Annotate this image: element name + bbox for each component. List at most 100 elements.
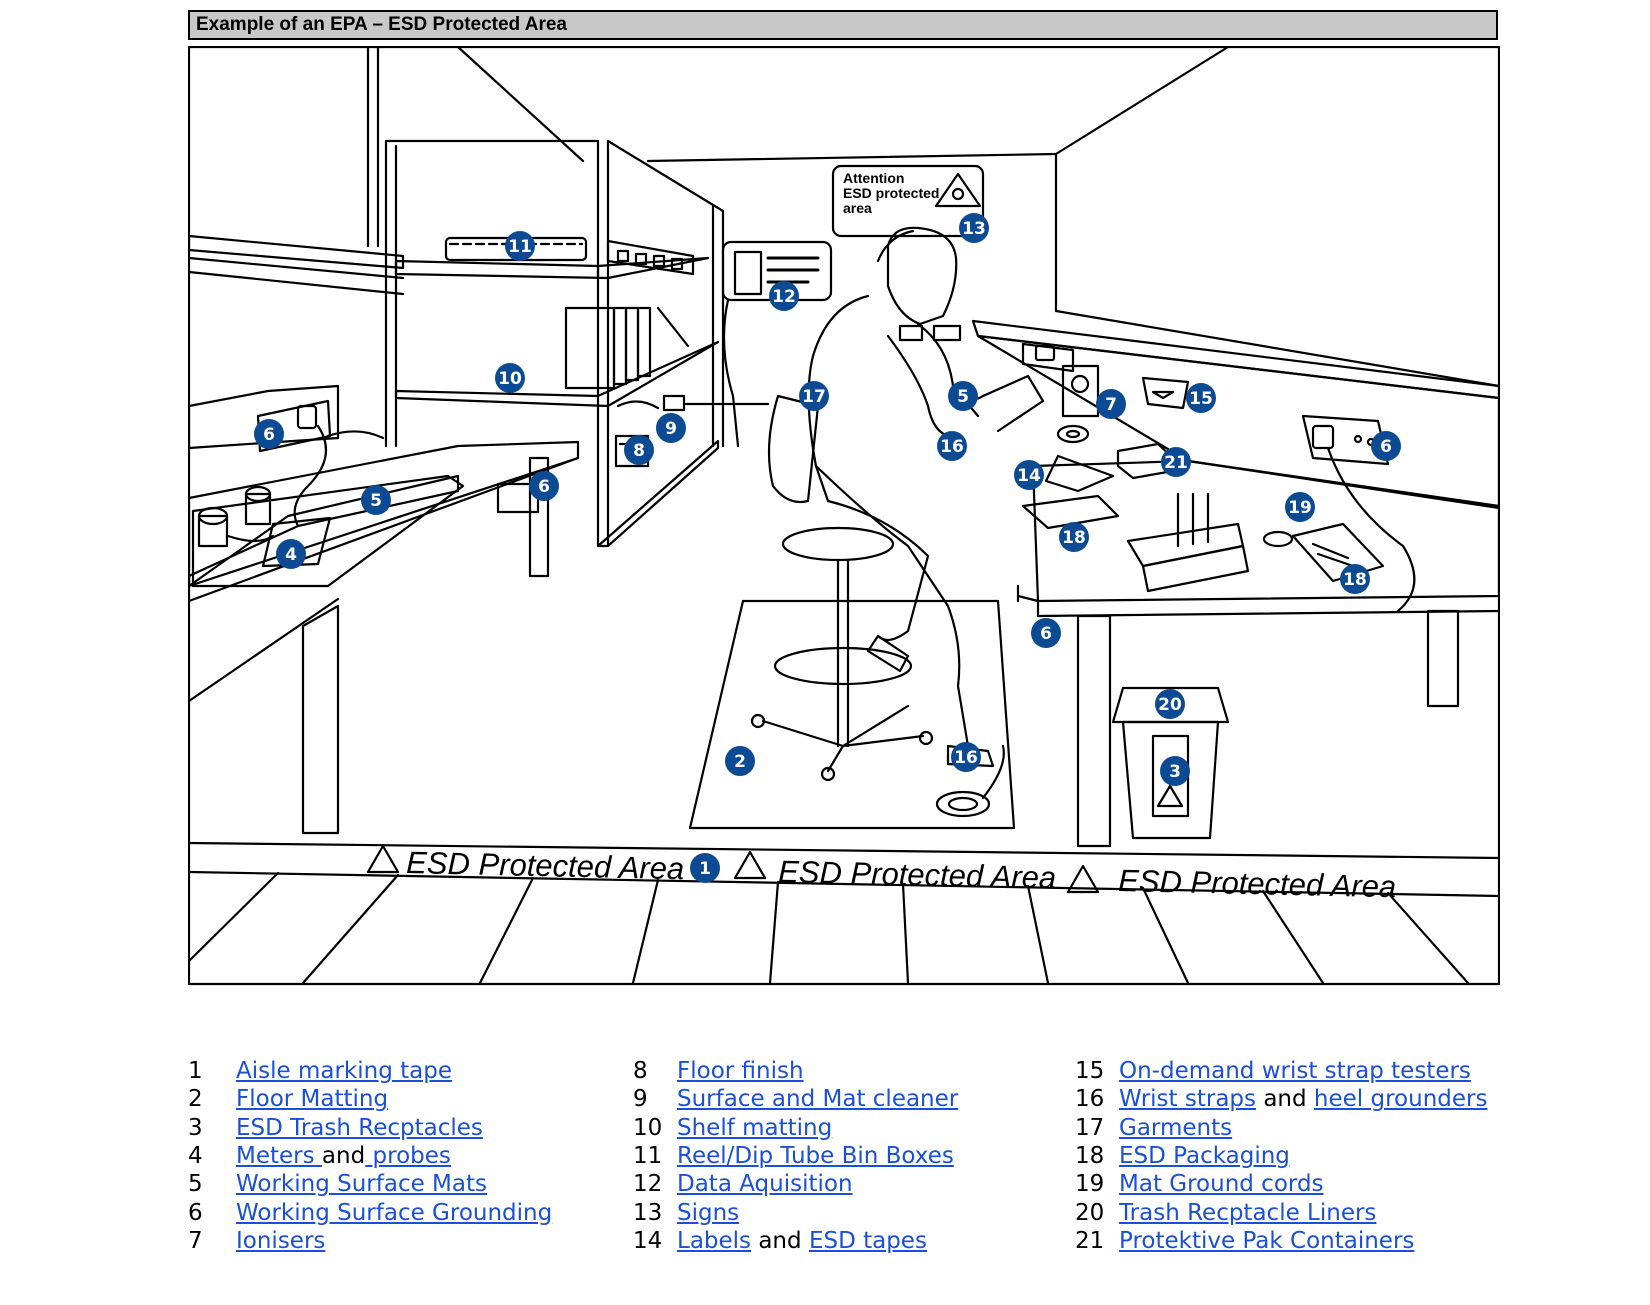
legend-link[interactable]: probes xyxy=(365,1142,451,1169)
callout-badge-21: 21 xyxy=(1161,447,1191,477)
callout-badge-3: 3 xyxy=(1160,756,1190,786)
mat-ground-disc xyxy=(935,790,991,818)
callout-badge-number: 5 xyxy=(370,491,382,511)
callout-badge-circle xyxy=(1014,460,1044,490)
legend-number: 2 xyxy=(188,1086,203,1113)
legend-link[interactable]: Meters xyxy=(236,1142,322,1169)
legend-label: Trash Recptacle Liners xyxy=(1119,1199,1376,1227)
callout-badge-circle xyxy=(529,471,559,501)
callout-badge-circle xyxy=(624,435,654,465)
legend-number: 12 xyxy=(633,1171,663,1198)
legend-link[interactable]: Garments xyxy=(1119,1114,1233,1141)
callout-badge-19: 19 xyxy=(1285,492,1315,522)
legend-label: Floor Matting xyxy=(236,1085,388,1113)
legend-link[interactable]: On-demand wrist strap testers xyxy=(1119,1058,1471,1084)
callout-badge-number: 8 xyxy=(633,441,645,461)
callout-badge-circle xyxy=(725,746,755,776)
legend-number: 1 xyxy=(188,1058,203,1084)
callout-badge-circle xyxy=(1285,492,1315,522)
callout-badge-14: 14 xyxy=(1014,460,1044,490)
callout-badge-number: 2 xyxy=(734,752,746,772)
legend-number: 10 xyxy=(633,1114,663,1141)
legend-number: 14 xyxy=(633,1227,663,1254)
esd-packaging xyxy=(1021,494,1385,583)
callout-badge-number: 7 xyxy=(1105,395,1117,415)
legend-link[interactable]: Protektive Pak Containers xyxy=(1119,1227,1415,1254)
callout-badge-circle xyxy=(799,381,829,411)
legend-number: 17 xyxy=(1075,1114,1105,1141)
bench-ground-snap xyxy=(1262,530,1294,548)
legend-link[interactable]: ESD tapes xyxy=(808,1227,927,1254)
legend-number: 19 xyxy=(1075,1171,1105,1198)
callout-badge-number: 1 xyxy=(699,859,711,879)
callout-badge-2: 2 xyxy=(725,746,755,776)
callout-badge-16: 16 xyxy=(951,742,981,772)
callout-badge-5: 5 xyxy=(361,485,391,515)
right-outlet xyxy=(1301,414,1416,613)
legend-link[interactable]: Working Surface Grounding xyxy=(236,1199,553,1226)
legend-link[interactable]: ESD Trash Recptacles xyxy=(236,1114,483,1141)
legend-label: Protektive Pak Containers xyxy=(1119,1227,1414,1255)
legend-label: ESD Trash Recptacles xyxy=(236,1114,483,1142)
callout-badge-number: 6 xyxy=(1380,437,1392,457)
callout-badge-number: 6 xyxy=(1040,624,1052,644)
cleaner-bottles xyxy=(614,394,770,468)
callout-badge-circle xyxy=(1031,618,1061,648)
legend-label: ESD Packaging xyxy=(1119,1142,1290,1170)
callout-badge-13: 13 xyxy=(959,213,989,243)
legend-connector-text: and xyxy=(751,1227,809,1254)
callout-badge-number: 14 xyxy=(1017,466,1041,486)
legend-link[interactable]: Labels xyxy=(677,1227,752,1254)
callout-badge-number: 16 xyxy=(954,748,978,768)
callout-badge-1: 1 xyxy=(690,853,720,883)
legend-label: Shelf matting xyxy=(677,1114,832,1142)
legend-link[interactable]: ESD Packaging xyxy=(1119,1142,1290,1169)
callout-badge-circle xyxy=(951,742,981,772)
callout-badge-circle xyxy=(495,363,525,393)
bin-boxes xyxy=(444,236,695,276)
legend-link[interactable]: Mat Ground cords xyxy=(1119,1171,1324,1198)
callout-badge-circle xyxy=(1186,383,1216,413)
legend-link[interactable]: Wrist straps xyxy=(1119,1086,1257,1113)
legend-link[interactable]: Ionisers xyxy=(236,1227,326,1254)
legend-link[interactable]: Aisle marking tape xyxy=(236,1058,452,1084)
legend-link[interactable]: Signs xyxy=(677,1199,740,1226)
legend-number: 8 xyxy=(633,1058,648,1084)
legend-link[interactable]: Data Aquisition xyxy=(677,1171,853,1198)
legend-label: Working Surface Mats xyxy=(236,1170,487,1198)
legend-link[interactable]: Surface and Mat cleaner xyxy=(677,1086,959,1113)
sign-line-2: ESD protected xyxy=(843,185,939,201)
legend-number: 4 xyxy=(188,1142,203,1169)
tape-esd-symbols xyxy=(366,844,1100,894)
callout-badge-circle xyxy=(254,419,284,449)
ioniser xyxy=(1061,364,1100,418)
legend-number: 21 xyxy=(1075,1227,1105,1254)
legend-link[interactable]: Floor Matting xyxy=(236,1086,389,1113)
legend-link[interactable]: Shelf matting xyxy=(677,1114,833,1141)
floor-mat xyxy=(688,599,1016,830)
callout-badge-circle xyxy=(656,413,686,443)
callout-badge-number: 15 xyxy=(1189,389,1213,409)
legend-number: 5 xyxy=(188,1171,203,1198)
legend-link[interactable]: heel grounders xyxy=(1313,1086,1488,1113)
callout-badge-18: 18 xyxy=(1340,564,1370,594)
legend-label: Floor finish xyxy=(677,1057,804,1085)
callout-badge-circle xyxy=(276,539,306,569)
legend-link[interactable]: Floor finish xyxy=(677,1058,804,1084)
aisle-floor xyxy=(188,841,1500,985)
legend-link[interactable]: Working Surface Mats xyxy=(236,1171,487,1198)
callout-badge-number: 12 xyxy=(772,287,796,307)
esd-chair xyxy=(750,394,934,782)
callout-badge-circle xyxy=(1155,689,1185,719)
callout-badge-circle xyxy=(1059,522,1089,552)
callout-badge-circle xyxy=(1340,564,1370,594)
sign-line-1: Attention xyxy=(843,170,904,186)
callout-badge-12: 12 xyxy=(769,281,799,311)
tape-label-1: ESD Protected Area xyxy=(406,845,685,886)
callout-badge-number: 13 xyxy=(962,219,986,239)
legend-link[interactable]: Trash Recptacle Liners xyxy=(1119,1199,1377,1226)
callout-badge-circle xyxy=(1160,756,1190,786)
legend-label: Wrist straps and heel grounders xyxy=(1119,1085,1487,1113)
legend-label: Meters and probes xyxy=(236,1142,451,1170)
legend-link[interactable]: Reel/Dip Tube Bin Boxes xyxy=(677,1142,954,1169)
